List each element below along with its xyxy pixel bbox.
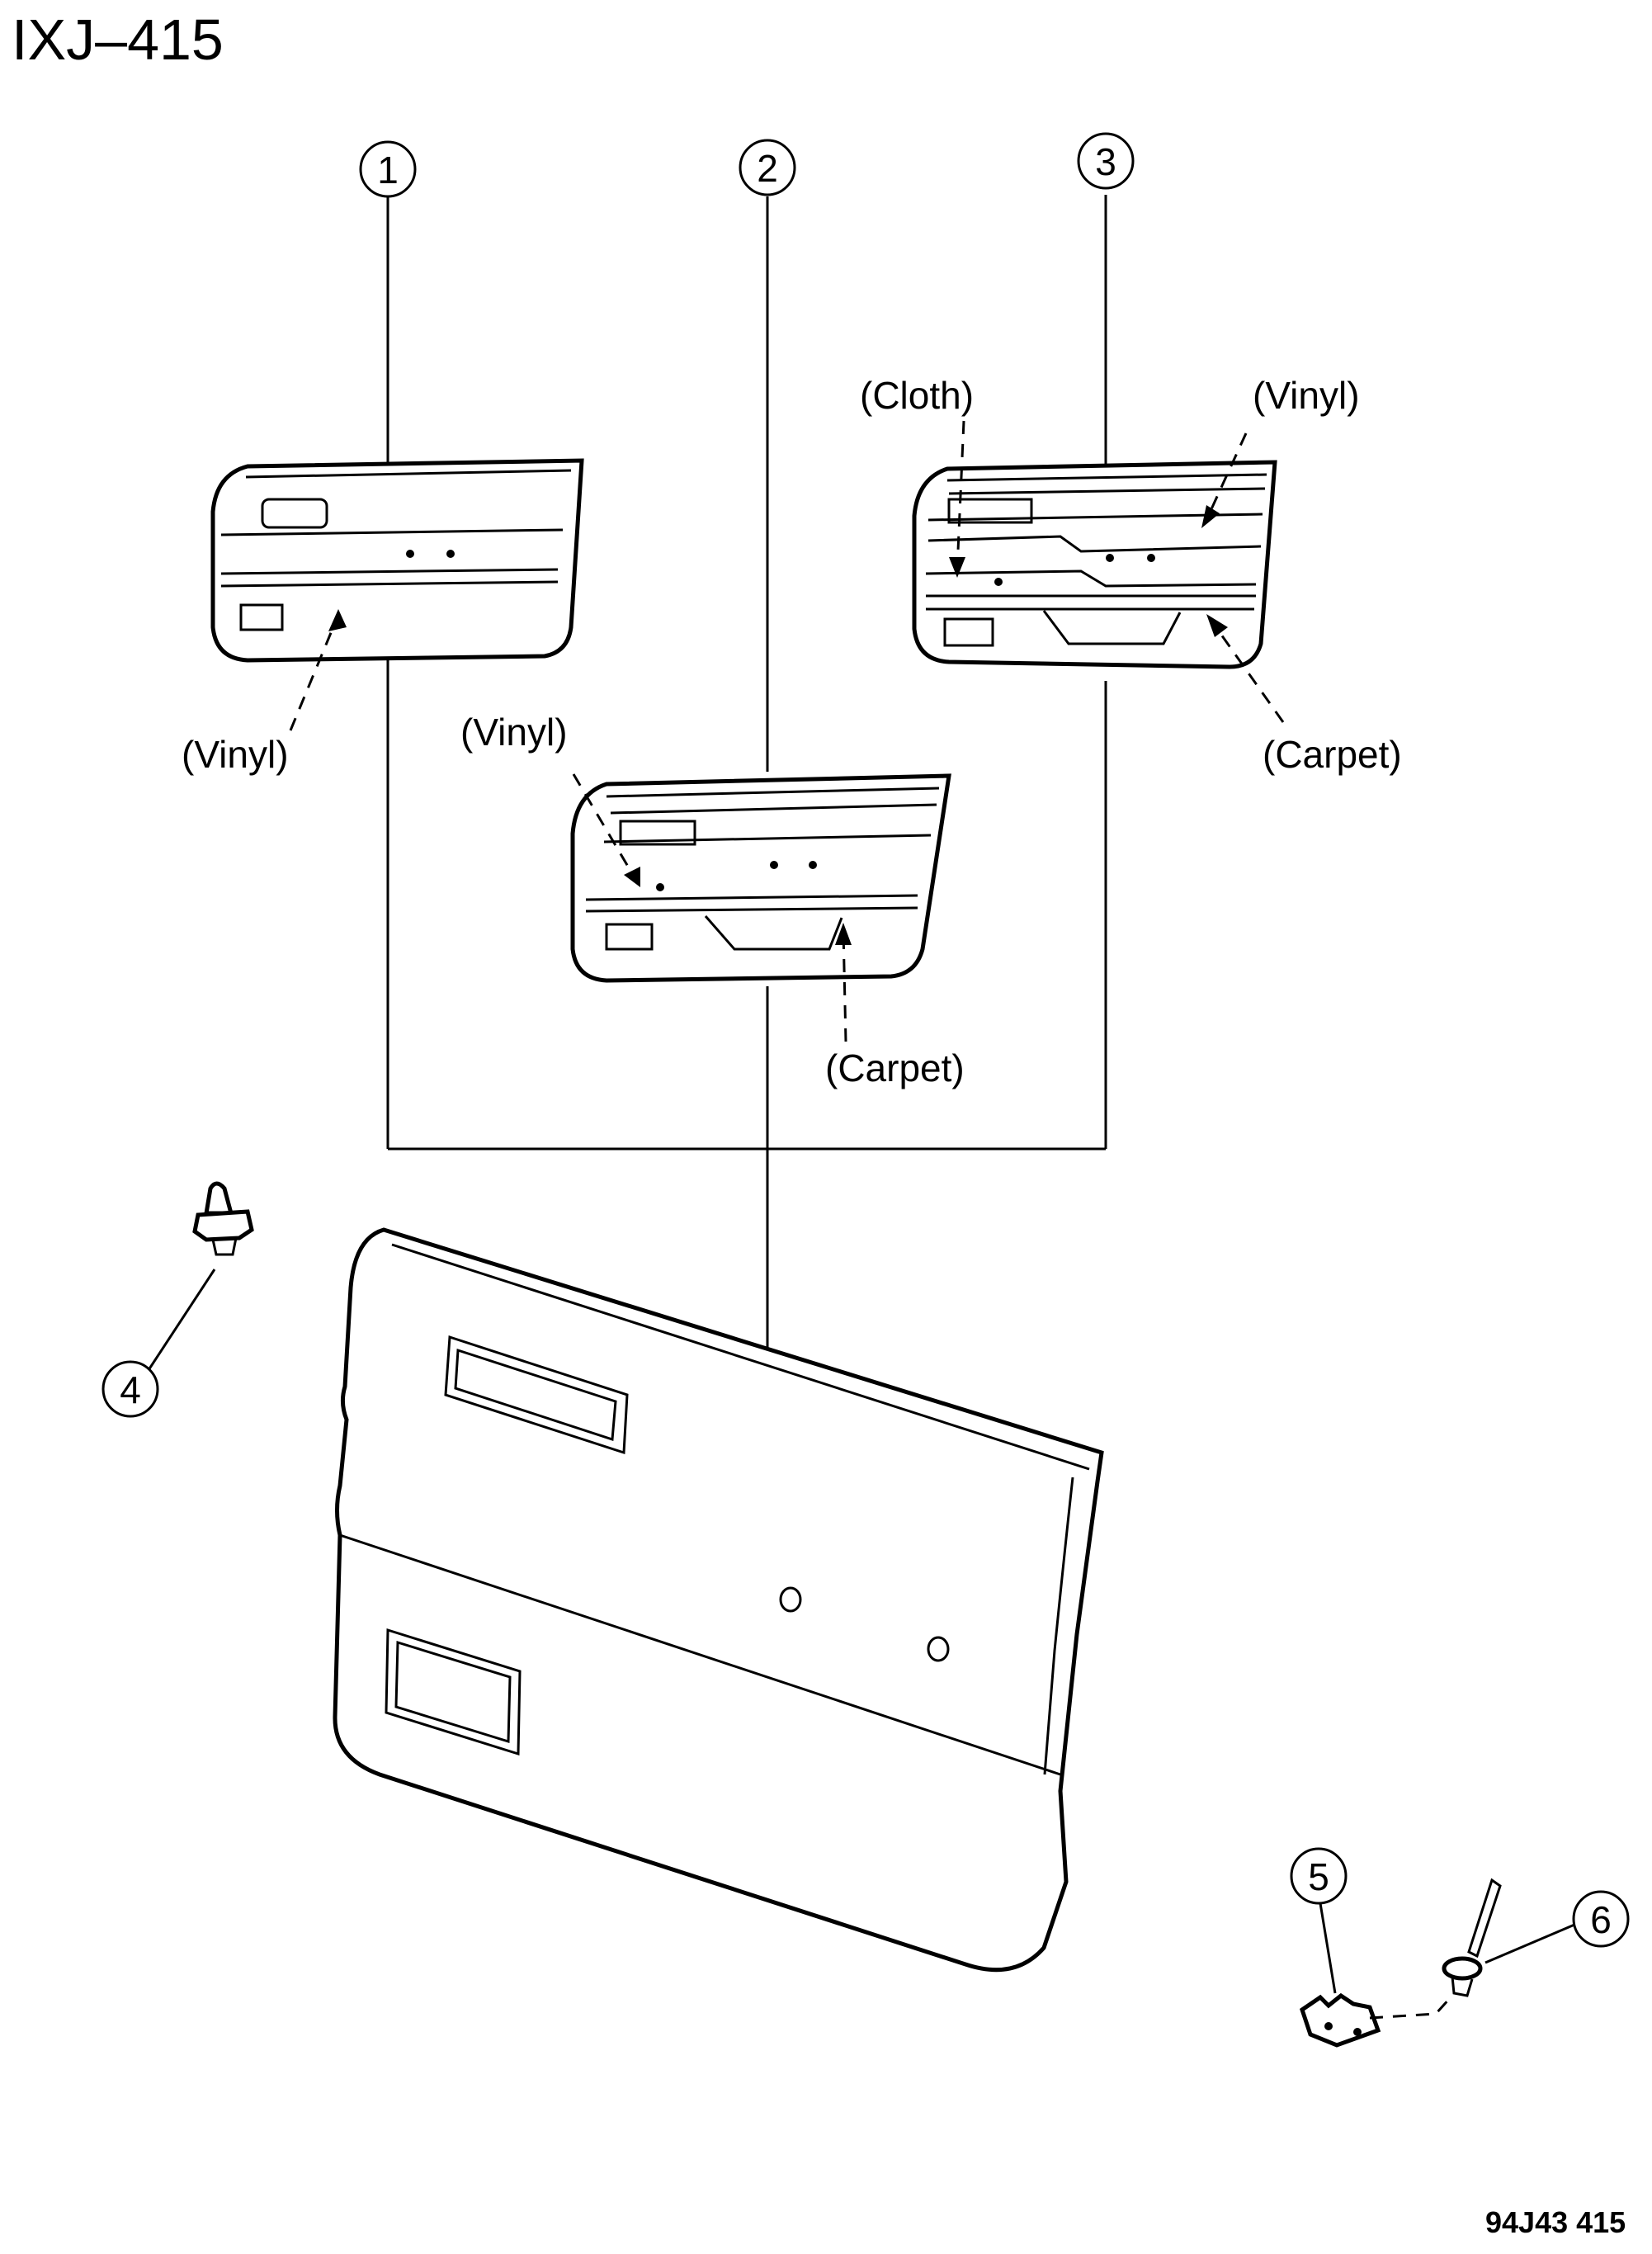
callout-1: 1 xyxy=(359,140,417,198)
callout-4: 4 xyxy=(101,1269,216,1418)
clip-alignment-line xyxy=(1369,1996,1452,2020)
leader-lines xyxy=(386,195,1107,1358)
label-carpet-panel-3: (Carpet) xyxy=(1206,614,1402,776)
callout-number: 5 xyxy=(1308,1855,1329,1898)
figure-reference: 94J43 415 xyxy=(1485,2205,1626,2239)
label-carpet-panel-2: (Carpet) xyxy=(825,923,965,1089)
callout-5: 5 xyxy=(1290,1847,1348,1994)
diagram-code: IXJ–415 xyxy=(12,7,224,72)
material-label: (Vinyl) xyxy=(460,711,568,754)
material-label: (Carpet) xyxy=(1263,733,1402,776)
material-label: (Carpet) xyxy=(825,1047,965,1089)
trim-panel-variant-3 xyxy=(912,460,1277,669)
trim-panel-variant-1 xyxy=(210,458,584,663)
callout-number: 1 xyxy=(377,149,399,191)
door-trim-panel xyxy=(333,1227,1104,1973)
label-cloth-panel-3: (Cloth) xyxy=(860,374,974,578)
label-vinyl-panel-2: (Vinyl) xyxy=(460,711,640,887)
callout-2: 2 xyxy=(739,139,796,196)
callout-6: 6 xyxy=(1484,1890,1630,1964)
rivet xyxy=(1442,1878,1502,1997)
trim-panel-variant-2 xyxy=(570,773,951,983)
label-vinyl-panel-3: (Vinyl) xyxy=(1201,374,1360,528)
material-label: (Cloth) xyxy=(860,374,974,417)
material-label: (Vinyl) xyxy=(182,733,289,776)
callout-number: 4 xyxy=(120,1368,141,1411)
trim-clip xyxy=(1300,1992,1381,2048)
callout-3: 3 xyxy=(1077,132,1135,190)
callout-number: 2 xyxy=(757,147,778,190)
material-label: (Vinyl) xyxy=(1253,374,1360,417)
callout-number: 6 xyxy=(1590,1898,1612,1941)
callout-number: 3 xyxy=(1095,140,1116,183)
push-pin-retainer xyxy=(192,1181,254,1256)
label-vinyl-panel-1: (Vinyl) xyxy=(182,609,347,776)
